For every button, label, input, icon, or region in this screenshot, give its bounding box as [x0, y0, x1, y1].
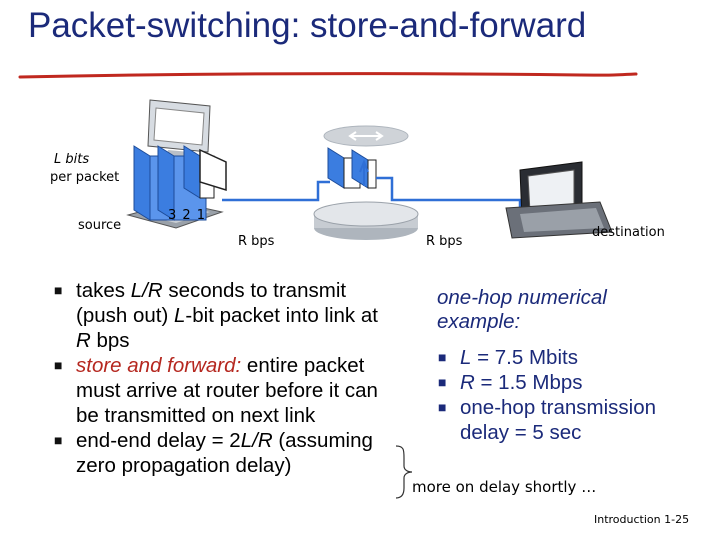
bullet-marker: ■	[54, 282, 63, 298]
var-r: R	[257, 429, 273, 452]
destination-computer-icon	[505, 161, 613, 239]
left-bullet-list: ■ takes L/R seconds to transmit (push ou…	[54, 278, 384, 478]
rate-right-label: R bps	[426, 234, 463, 249]
packet-numbers: 3 2 1	[168, 208, 207, 223]
lbits-label: L bits	[54, 152, 89, 167]
bullet-item: ■ store and forward: entire packet must …	[54, 353, 384, 428]
text: seconds to transmit (push out)	[76, 279, 347, 327]
example-list: ■ L = 7.5 Mbits ■ R = 1.5 Mbps ■ one-hop tr…	[438, 345, 708, 445]
bullet-marker: ■	[54, 357, 63, 373]
text: = 7.5 Mbits	[471, 346, 578, 369]
example-item: ■ R = 1.5 Mbps	[438, 370, 708, 395]
text: -bit packet into link at	[185, 304, 378, 327]
slash: /	[142, 279, 148, 302]
text: one-hop transmission delay = 5 sec	[460, 396, 656, 444]
source-label: source	[78, 218, 122, 233]
var-r: R	[76, 329, 91, 352]
text: = 1.5 Mbps	[474, 371, 583, 394]
var-r: R	[460, 371, 475, 394]
rate-left-label: R bps	[238, 234, 275, 249]
var-l: L	[174, 304, 186, 327]
store-forward-term: store and forward:	[76, 354, 242, 377]
text: takes	[76, 279, 131, 302]
brace-bracket	[395, 445, 413, 499]
network-diagram	[126, 99, 613, 240]
bullet-item: ■ takes L/R seconds to transmit (push ou…	[54, 278, 384, 353]
var-l: L	[460, 346, 472, 369]
text: bps	[90, 329, 130, 352]
text: (assuming zero propagation delay)	[76, 429, 373, 477]
var-l: L	[130, 279, 143, 302]
bullet-item: ■ end-end delay = 2L/R (assuming zero pr…	[54, 428, 384, 478]
bullet-marker: ■	[438, 399, 447, 415]
slash: /	[252, 429, 258, 452]
more-on-delay-note: more on delay shortly …	[412, 478, 597, 496]
var-l: L	[240, 429, 253, 452]
example-item: ■ L = 7.5 Mbits	[438, 345, 708, 370]
router-icon	[313, 125, 419, 240]
example-item: ■ one-hop transmission delay = 5 sec	[438, 395, 708, 445]
per-packet-label: per packet	[50, 170, 120, 185]
example-heading: one-hop numerical example:	[437, 286, 607, 333]
destination-label: destination	[592, 225, 665, 240]
text: entire packet must arrive at router befo…	[76, 354, 378, 427]
var-r: R	[147, 279, 163, 302]
text: end-end delay = 2	[76, 429, 241, 452]
bullet-marker: ■	[54, 432, 63, 448]
lbits-text: L bits	[54, 152, 90, 167]
page-title: Packet-switching: store-and-forward	[28, 6, 587, 45]
bullet-marker: ■	[438, 374, 447, 390]
bullet-marker: ■	[438, 349, 447, 365]
title-underline	[18, 72, 638, 79]
slide-footer: Introduction 1-25	[594, 513, 690, 526]
